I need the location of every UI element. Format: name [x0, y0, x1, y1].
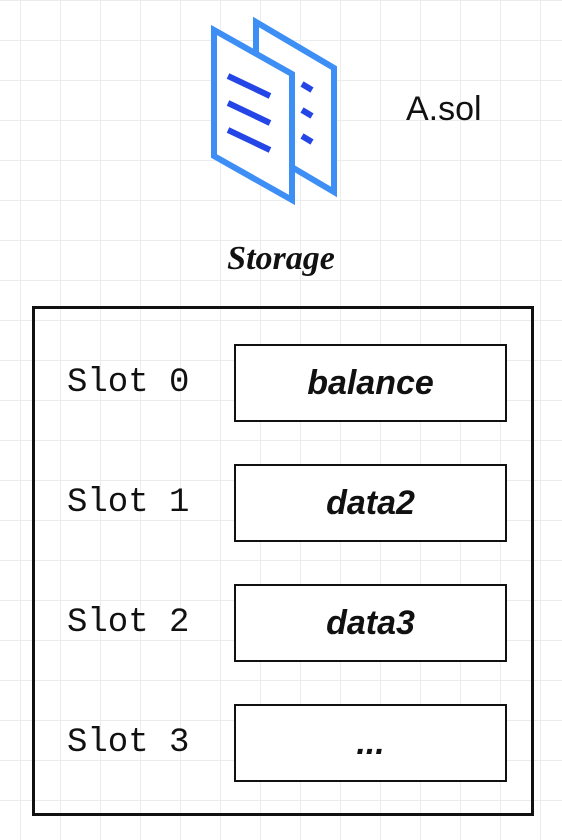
- storage-title: Storage: [227, 240, 335, 277]
- slot-value-box: ...: [234, 704, 507, 782]
- file-name-label: A.sol: [406, 90, 482, 128]
- storage-slot-row: Slot 0 balance: [35, 344, 531, 422]
- slot-label: Slot 1: [67, 484, 190, 522]
- slot-value-box: balance: [234, 344, 507, 422]
- slot-label: Slot 2: [67, 604, 190, 642]
- storage-slot-row: Slot 2 data3: [35, 584, 531, 662]
- storage-slot-row: Slot 1 data2: [35, 464, 531, 542]
- slot-label: Slot 0: [67, 364, 190, 402]
- slot-value-box: data3: [234, 584, 507, 662]
- document-icon: [208, 16, 340, 208]
- storage-slot-row: Slot 3 ...: [35, 704, 531, 782]
- storage-box: Slot 0 balance Slot 1 data2 Slot 2 data3…: [32, 306, 534, 816]
- slot-value-box: data2: [234, 464, 507, 542]
- slot-label: Slot 3: [67, 724, 190, 762]
